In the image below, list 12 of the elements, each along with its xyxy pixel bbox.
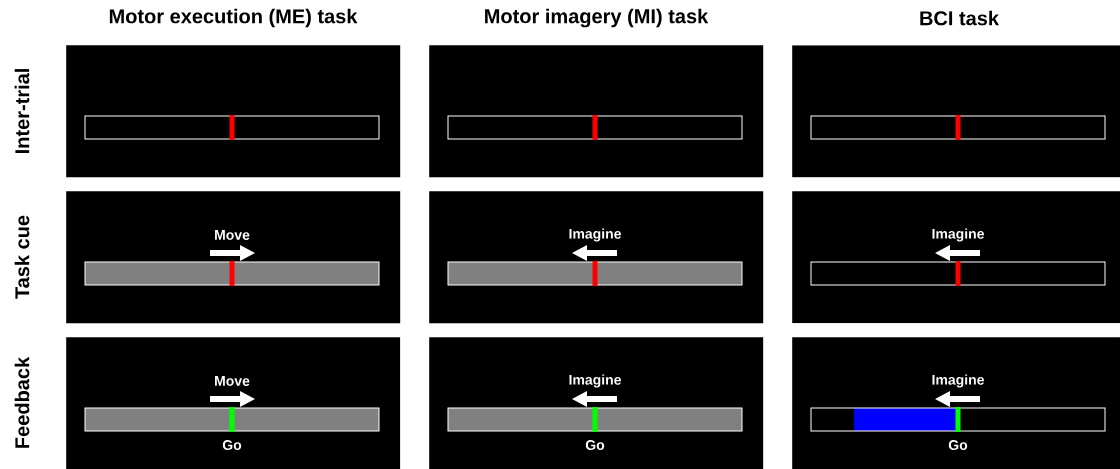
cue-text: Imagine: [932, 228, 984, 242]
row-label: Task cue: [14, 215, 30, 299]
row-label: Inter-trial: [14, 69, 30, 153]
go-text: Go: [948, 440, 968, 450]
cue-text: Imagine: [932, 374, 984, 388]
go-text: Go: [585, 440, 605, 450]
cue-text: Move: [215, 230, 250, 240]
cue-text: Move: [215, 376, 250, 386]
go-text: Go: [222, 440, 242, 450]
cue-text: Imagine: [569, 374, 621, 388]
cue-text: Imagine: [569, 228, 621, 242]
row-label: Feedback: [14, 356, 30, 448]
